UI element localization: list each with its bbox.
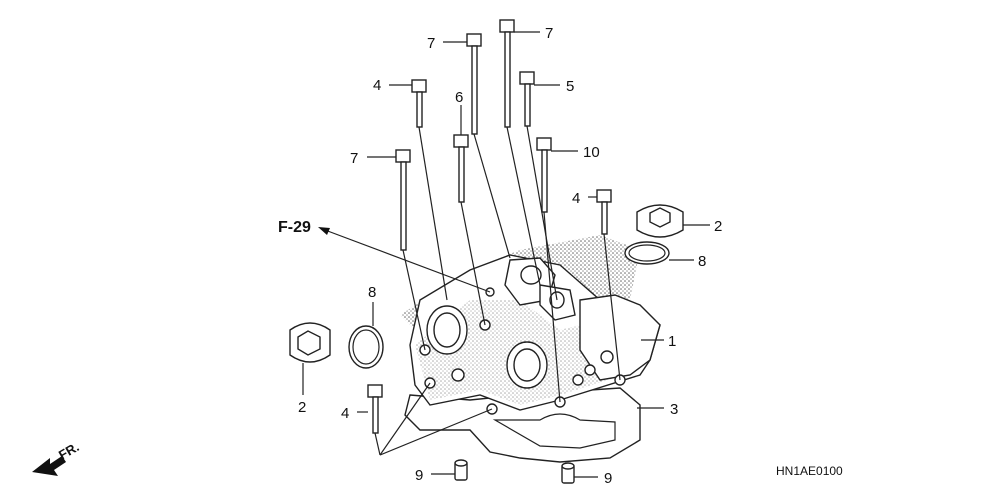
callout-8-right: 8: [698, 253, 706, 270]
oil-filler-cap-right: [636, 204, 684, 238]
flange-bolt-10: [536, 137, 552, 213]
dowel-pin-left: [454, 459, 468, 481]
callout-7-left: 7: [350, 150, 358, 167]
callout-9-right: 9: [604, 470, 612, 487]
flange-bolt-4-upper: [411, 79, 427, 128]
front-direction-indicator: FR.: [32, 439, 82, 476]
reference-label: F-29: [278, 219, 311, 236]
callout-9-left: 9: [415, 467, 423, 484]
callout-1: 1: [668, 333, 676, 350]
callout-4-right: 4: [572, 190, 580, 207]
flange-bolt-4-lower: [367, 384, 383, 434]
callout-3: 3: [670, 401, 678, 418]
bolt-leader-lines: [374, 125, 621, 456]
flange-bolt-5: [519, 71, 535, 127]
dowel-pin-right: [561, 462, 575, 484]
callout-10: 10: [583, 144, 600, 161]
callout-7-right: 7: [545, 25, 553, 42]
callout-2-left: 2: [298, 399, 306, 416]
flange-bolt-7-left: [395, 149, 411, 251]
o-ring-right: [624, 241, 670, 265]
callout-4-lower: 4: [341, 405, 349, 422]
callout-7-mid: 7: [427, 35, 435, 52]
callout-8-left: 8: [368, 284, 376, 301]
callout-5: 5: [566, 78, 574, 95]
flange-bolt-4-right: [596, 189, 612, 235]
flange-bolt-7-mid: [466, 33, 482, 135]
f29-reference-arrow: [318, 227, 491, 293]
o-ring-left: [348, 325, 384, 369]
callout-2-right: 2: [714, 218, 722, 235]
callout-leaders: [302, 31, 710, 478]
flange-bolt-7-right: [499, 19, 515, 128]
callout-6: 6: [455, 89, 463, 106]
flange-bolt-6: [453, 134, 469, 203]
cylinder-head-cover: [400, 235, 661, 415]
diagram-code: HN1AE0100: [776, 464, 843, 478]
oil-filler-cap-left: [289, 322, 331, 363]
callout-4-upper: 4: [373, 77, 381, 94]
